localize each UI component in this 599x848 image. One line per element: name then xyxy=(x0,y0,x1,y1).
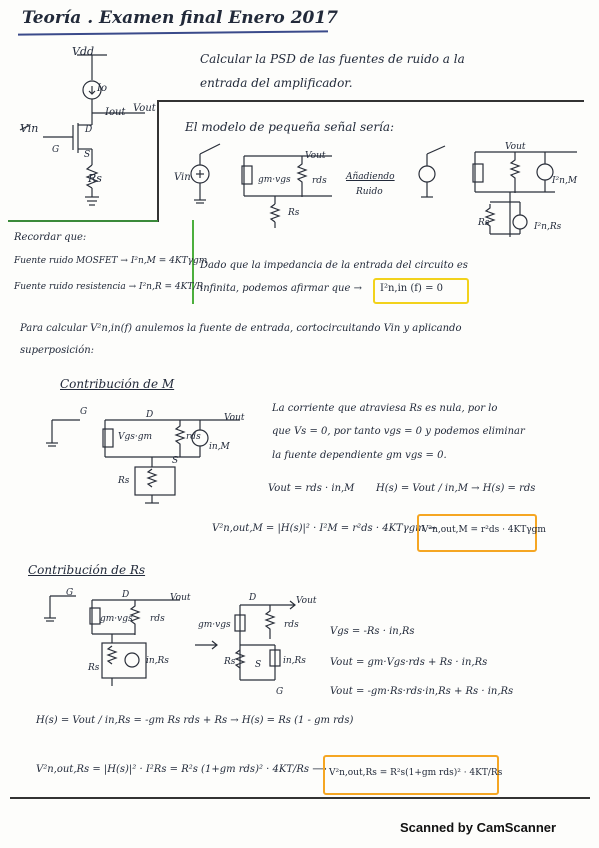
contrib-m-text-2: que Vs = 0, por tanto vgs = 0 y podemos … xyxy=(272,426,525,437)
contrib-m-heading: Contribución de M xyxy=(60,377,175,391)
recordar-mosfet: Fuente ruido MOSFET → I²n,M = 4KTγgm xyxy=(14,256,208,266)
contrib-rs-gmvgs-2: gm·vgs xyxy=(198,620,231,630)
title-underline xyxy=(17,30,329,36)
contrib-m-rs: Rs xyxy=(118,476,130,486)
divider-top xyxy=(158,100,584,102)
contrib-rs-inrs-1: in,Rs xyxy=(146,656,169,666)
contrib-rs-d: D xyxy=(122,590,130,600)
adding-noise-label-1: Añadiendo xyxy=(346,172,395,182)
contrib-rs-circuit-2 xyxy=(195,600,296,681)
superposition-line-2: superposición: xyxy=(20,345,95,356)
noise-inm-label: I²n,M xyxy=(552,176,578,186)
bottom-rule xyxy=(10,797,590,799)
source-label: S xyxy=(84,150,91,160)
contrib-rs-s-2: S xyxy=(255,660,262,670)
contrib-rs-eq-final: V²n,out,Rs = |H(s)|² · I²Rs = R²s (1+gm … xyxy=(36,764,327,775)
contrib-rs-result-box xyxy=(323,755,499,795)
contrib-m-eq-3: V²n,out,M = |H(s)|² · I²M = r²ds · 4KTγg… xyxy=(212,523,437,534)
model-vin-label: Vin xyxy=(174,172,191,183)
noise-vout-label: Vout xyxy=(505,142,526,152)
contrib-m-eq-2: H(s) = Vout / in,M → H(s) = rds xyxy=(376,483,536,494)
divider-vertical xyxy=(157,100,159,222)
io-label: Io xyxy=(97,83,107,94)
main-circuit-diagram xyxy=(19,54,145,206)
contrib-rs-eq-vgs: Vgs = -Rs · in,Rs xyxy=(330,626,415,637)
vdd-label: Vdd xyxy=(72,45,95,58)
contrib-rs-rs-2: Rs xyxy=(224,657,236,667)
contrib-m-rds: rds xyxy=(186,432,201,442)
contrib-rs-gmvgs-1: gm·vgs xyxy=(100,614,133,624)
task-line-2: entrada del amplificador. xyxy=(200,76,353,90)
model-text: El modelo de pequeña señal sería: xyxy=(185,120,395,134)
contrib-rs-result: V²n,out,Rs = R²s(1+gm rds)² · 4KT/Rs xyxy=(329,768,503,778)
gate-label: G xyxy=(52,145,60,155)
small-signal-model-diagram xyxy=(190,143,332,228)
contrib-rs-rds-2: rds xyxy=(284,620,299,630)
vin-label: Vin xyxy=(20,122,39,135)
contrib-m-circuit xyxy=(46,419,240,504)
model-rs-label: Rs xyxy=(288,208,300,218)
contrib-rs-eq-vout-2: Vout = -gm·Rs·rds·in,Rs + Rs · in,Rs xyxy=(330,686,514,697)
contrib-rs-eq-h: H(s) = Vout / in,Rs = -gm Rs rds + Rs → … xyxy=(36,715,354,726)
contrib-m-s: S xyxy=(172,456,179,466)
page-title: Teoría . Examen final Enero 2017 xyxy=(22,8,339,28)
rs-label: Rs xyxy=(88,172,102,185)
task-line-1: Calcular la PSD de las fuentes de ruido … xyxy=(200,52,465,66)
model-gm-label: gm·vgs xyxy=(258,175,291,185)
contrib-rs-heading: Contribución de Rs xyxy=(28,563,146,577)
contrib-rs-vout-2: Vout xyxy=(296,596,317,606)
drain-label: D xyxy=(85,125,93,135)
contrib-rs-g: G xyxy=(66,588,74,598)
contrib-m-text-3: la fuente dependiente gm vgs = 0. xyxy=(272,450,447,461)
recordar-box xyxy=(10,220,194,304)
vout-label: Vout xyxy=(133,103,156,114)
contrib-rs-vout-1: Vout xyxy=(170,593,191,603)
camscanner-watermark: Scanned by CamScanner xyxy=(400,820,557,835)
recordar-heading: Recordar que: xyxy=(14,232,87,243)
contrib-rs-rds-1: rds xyxy=(150,614,165,624)
contrib-rs-d-2: D xyxy=(249,593,257,603)
model-rds-label: rds xyxy=(312,176,327,186)
adding-noise-label-2: Ruido xyxy=(356,187,383,197)
contrib-m-vgsgm: Vgs·gm xyxy=(118,432,153,442)
noise-model-diagram xyxy=(418,145,577,237)
contrib-m-d: D xyxy=(146,410,154,420)
model-vout-label: Vout xyxy=(305,151,326,161)
impedance-line-1: Dado que la impedancia de la entrada del… xyxy=(200,260,468,271)
divider-green xyxy=(8,220,158,222)
contrib-m-eq-1: Vout = rds · in,M xyxy=(268,483,355,494)
iout-label: Iout xyxy=(105,107,126,118)
contrib-rs-circuit-1 xyxy=(44,595,180,686)
impedance-result: I²n,in (f) = 0 xyxy=(380,283,443,294)
contrib-m-text-1: La corriente que atraviesa Rs es nula, p… xyxy=(272,403,498,414)
noise-rs-label: Rs xyxy=(478,218,490,228)
contrib-m-inm: in,M xyxy=(209,442,230,452)
contrib-m-g: G xyxy=(80,407,88,417)
superposition-line-1: Para calcular V²n,in(f) anulemos la fuen… xyxy=(20,323,462,334)
contrib-m-vout: Vout xyxy=(224,413,245,423)
impedance-line-2: infinita, podemos afirmar que → xyxy=(200,283,362,294)
contrib-rs-g-2: G xyxy=(276,687,284,697)
contrib-m-result-box xyxy=(417,514,537,552)
recordar-resistor: Fuente ruido resistencia → I²n,R = 4KT/R xyxy=(14,282,204,292)
noise-inrs-label: I²n,Rs xyxy=(534,222,562,232)
contrib-rs-rs-1: Rs xyxy=(88,663,100,673)
impedance-result-box xyxy=(373,278,469,304)
contrib-rs-inrs-2: in,Rs xyxy=(283,656,306,666)
contrib-m-result: V²n,out,M = r²ds · 4KTγgm xyxy=(422,525,546,535)
contrib-rs-eq-vout-1: Vout = gm·Vgs·rds + Rs · in,Rs xyxy=(330,657,488,668)
